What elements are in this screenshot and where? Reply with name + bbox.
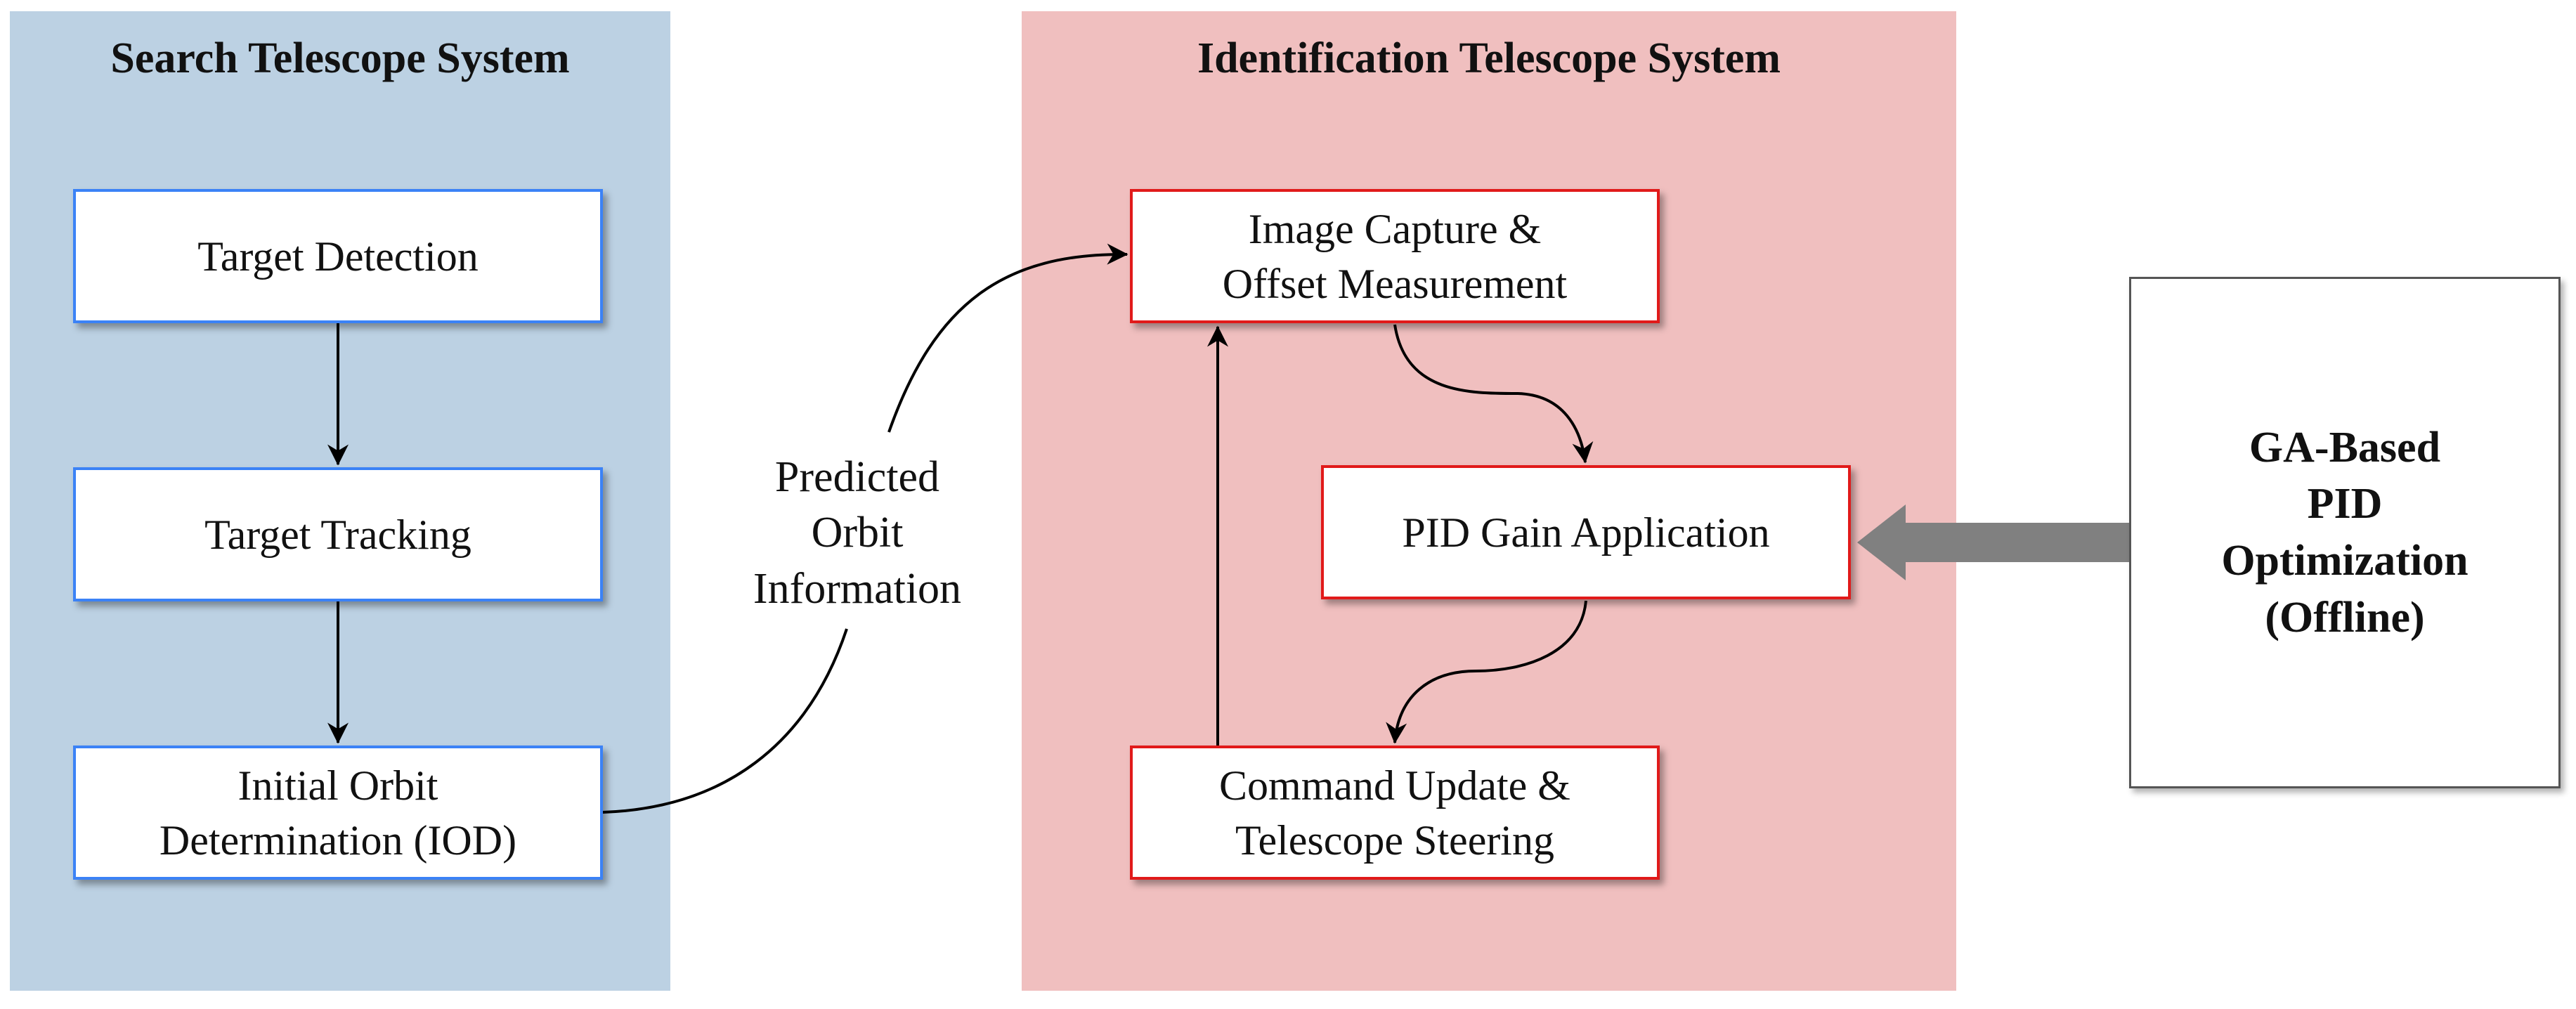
image-capture-label-line1: Image Capture & — [1248, 205, 1542, 252]
arrow-ga-to-pid — [1857, 505, 2129, 580]
pid-gain-application-box: PID Gain Application — [1321, 465, 1851, 599]
predicted-orbit-information-label: Predicted Orbit Information — [717, 450, 998, 617]
ga-label-line3: Optimization — [2221, 537, 2468, 585]
arrow-iod-to-image-capture-upper — [887, 243, 1128, 433]
image-capture-box: Image Capture & Offset Measurement — [1130, 189, 1660, 323]
command-update-box: Command Update & Telescope Steering — [1130, 746, 1660, 880]
target-tracking-label: Target Tracking — [204, 511, 471, 558]
ga-label-line1: GA-Based — [2249, 423, 2441, 471]
edge-label-line2: Orbit — [811, 509, 904, 557]
target-detection-box: Target Detection — [73, 189, 603, 323]
identification-panel-title: Identification Telescope System — [1197, 34, 1781, 82]
arrow-iod-to-image-capture-lower — [602, 628, 848, 814]
arrow-pid-to-command-update — [1386, 600, 1587, 744]
target-tracking-box: Target Tracking — [73, 467, 603, 601]
pid-gain-label: PID Gain Application — [1402, 509, 1770, 556]
target-detection-label: Target Detection — [197, 233, 479, 280]
command-update-label-line1: Command Update & — [1219, 762, 1570, 809]
iod-label-line1: Initial Orbit — [238, 762, 438, 809]
ga-label-line2: PID — [2307, 480, 2383, 528]
arrow-image-capture-to-pid — [1393, 324, 1594, 464]
initial-orbit-determination-box: Initial Orbit Determination (IOD) — [73, 746, 603, 880]
iod-label-line2: Determination (IOD) — [159, 816, 517, 864]
ga-pid-optimization-box: GA-Based PID Optimization (Offline) — [2129, 277, 2561, 788]
image-capture-label-line2: Offset Measurement — [1222, 260, 1568, 307]
command-update-label-line2: Telescope Steering — [1235, 816, 1554, 864]
search-panel-title: Search Telescope System — [110, 34, 570, 82]
ga-label-line4: (Offline) — [2265, 593, 2425, 642]
edge-label-line1: Predicted — [774, 453, 940, 501]
edge-label-line3: Information — [753, 564, 962, 613]
